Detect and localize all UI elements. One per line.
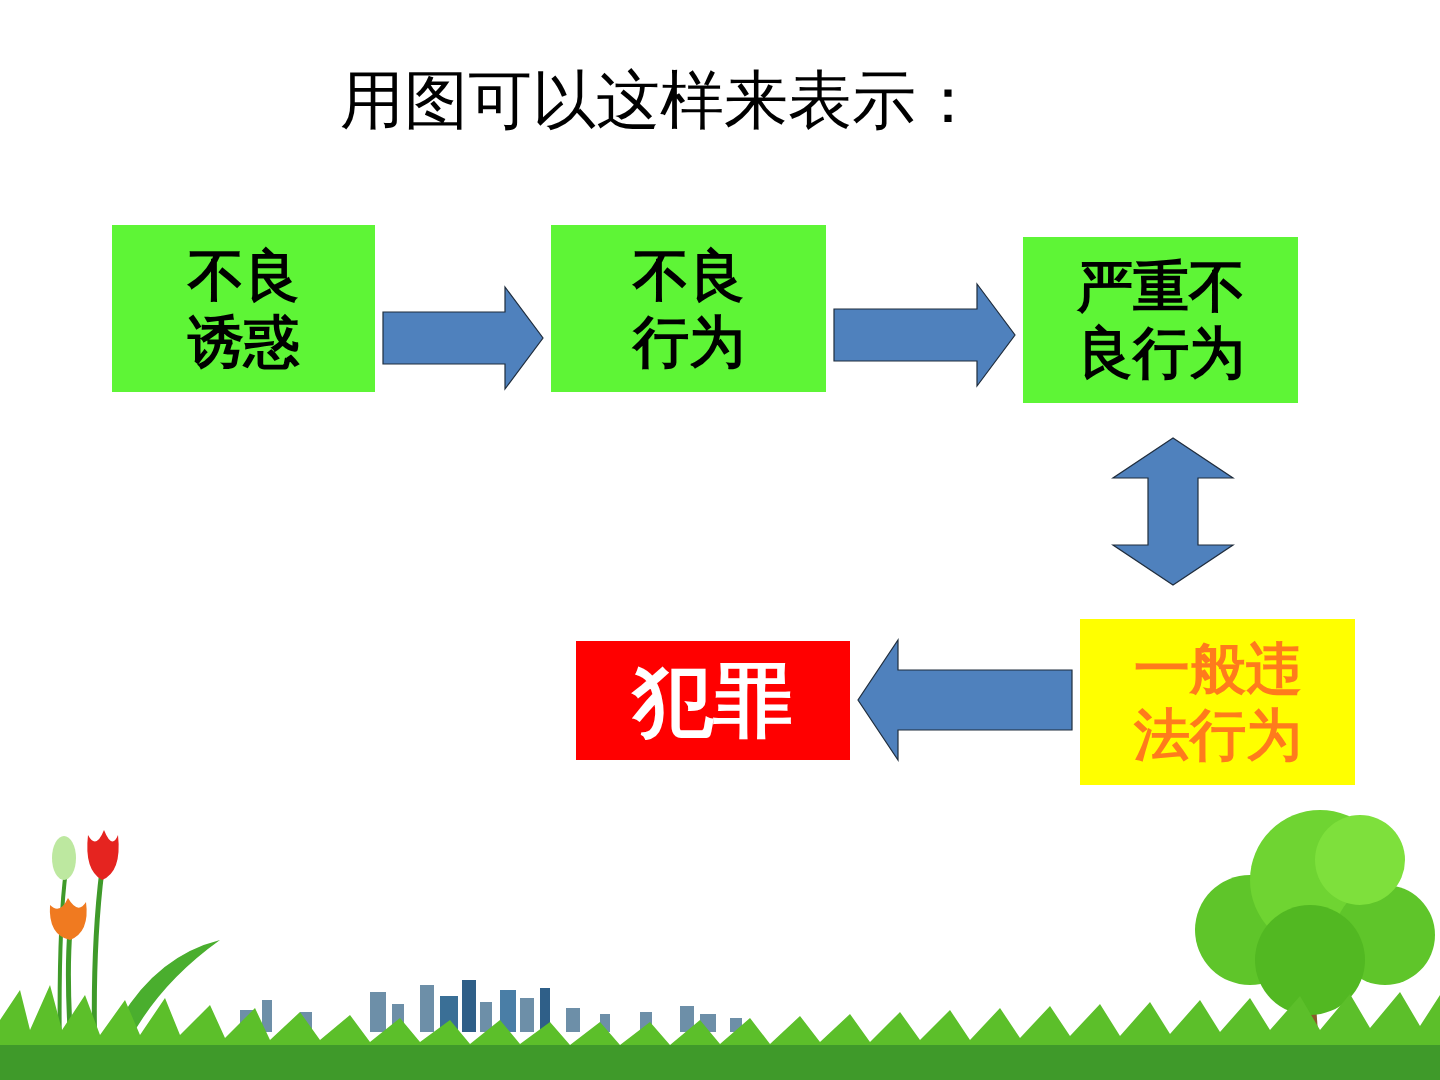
block-arrow (834, 284, 1015, 386)
slide-title: 用图可以这样来表示： (300, 58, 1020, 142)
stage-box: 不良 诱惑 (112, 225, 375, 392)
block-arrow (383, 287, 543, 389)
block-arrow (1113, 438, 1233, 585)
grass (0, 985, 1440, 1080)
stage-box: 严重不 良行为 (1023, 237, 1298, 403)
box-label: 不良 诱惑 (184, 243, 304, 375)
box-label: 一般违 法行为 (1128, 636, 1308, 768)
warning-box: 一般违 法行为 (1080, 619, 1355, 785)
grass-base (0, 1045, 1440, 1080)
crime-box: 犯罪 (576, 641, 850, 760)
stage-box: 不良 行为 (551, 225, 826, 392)
box-label: 不良 行为 (629, 243, 749, 375)
block-arrow (858, 640, 1072, 760)
city-skyline (240, 980, 742, 1032)
box-label: 严重不 良行为 (1071, 254, 1251, 386)
box-label: 犯罪 (593, 654, 833, 748)
